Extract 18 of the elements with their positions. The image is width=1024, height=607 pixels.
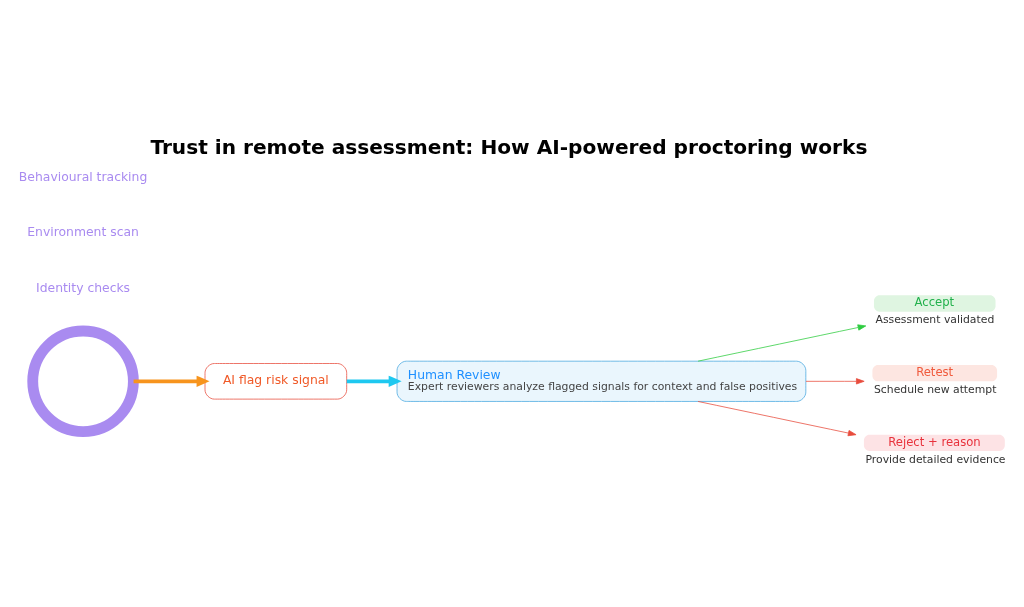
node-box: AI flag risk signal <box>204 363 348 400</box>
arrow <box>346 375 402 387</box>
arrow <box>805 378 865 385</box>
node-box: Retest <box>872 365 998 382</box>
node-label: Assessment validated <box>875 313 995 327</box>
node-circle <box>27 325 139 438</box>
arrow <box>133 375 210 387</box>
diagram-title: Trust in remote assessment: How AI-powered proctoring works <box>150 134 868 159</box>
node-text: Environment scan <box>27 225 139 240</box>
node-label: Provide detailed evidence <box>865 452 1006 466</box>
node-box: Accept <box>873 295 996 312</box>
node-text: Behavioural tracking <box>18 169 148 184</box>
node-label: Schedule new attempt <box>873 383 997 397</box>
node-text: Identity checks <box>36 281 131 296</box>
node-box: Human Review Expert reviewers analyze flagged signals for context and false positives <box>396 360 807 402</box>
arrow <box>697 401 857 437</box>
node-box: Reject + reason <box>863 434 1005 451</box>
arrow <box>697 324 867 362</box>
